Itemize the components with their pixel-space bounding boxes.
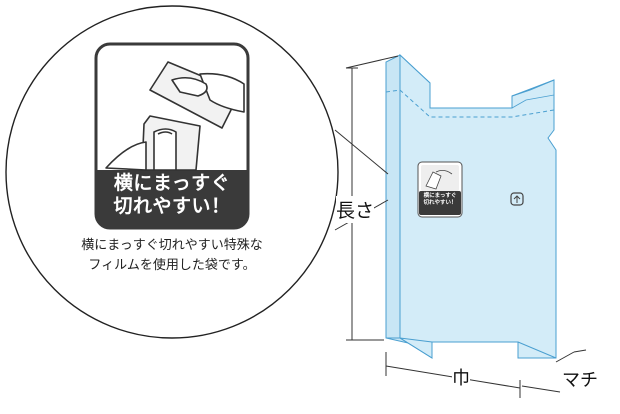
gusset-label: マチ <box>562 370 598 391</box>
callout-circle <box>5 5 389 339</box>
description-line2: フィルムを使用した袋です。 <box>88 258 256 273</box>
description-line1: 横にまっすぐ切れやすい特殊な <box>81 238 263 253</box>
mini-badge-line2: 切れやすい！ <box>423 200 457 206</box>
recycle-mark-icon <box>510 192 524 206</box>
top-seal-line <box>385 89 555 118</box>
hands-tearing-icon <box>105 61 245 171</box>
description-text: 横にまっすぐ切れやすい特殊な フィルムを使用した袋です。 <box>52 236 292 276</box>
badge-title-line1: 横にまっすぐ <box>113 172 231 194</box>
bag-illustration <box>385 53 557 359</box>
badge-title: 横にまっすぐ 切れやすい！ <box>96 172 248 218</box>
length-label: 長さ <box>336 196 375 223</box>
mini-badge-title: 横にまっすぐ 切れやすい！ <box>418 193 462 207</box>
width-label: 巾 <box>452 364 470 390</box>
badge-title-line2: 切れやすい！ <box>113 195 231 217</box>
gusset-dimension <box>521 349 587 393</box>
mini-badge-line1: 横にまっすぐ <box>423 193 457 199</box>
